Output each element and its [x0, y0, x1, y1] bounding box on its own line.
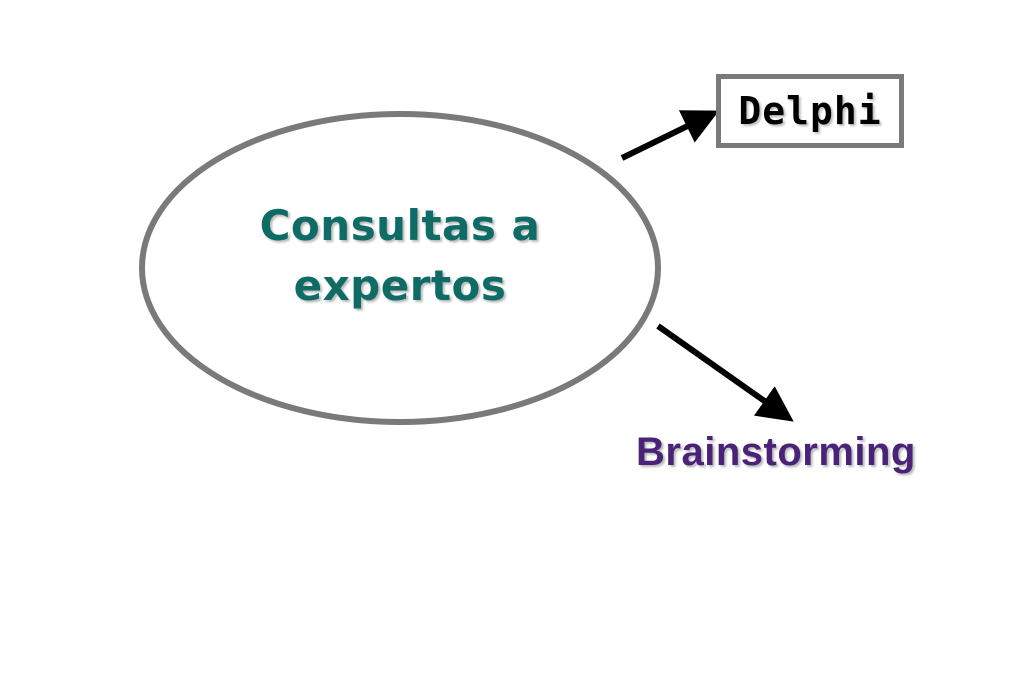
arrow-to-brainstorming-icon: [656, 323, 794, 422]
delphi-label: Delphi: [738, 89, 882, 133]
center-concept-line-1: Consultas a: [259, 201, 541, 250]
brainstorming-label: Brainstorming: [636, 430, 916, 474]
delphi-box: Delphi: [716, 74, 904, 148]
center-concept-line-2: expertos: [293, 261, 507, 310]
concept-ellipse: [139, 111, 661, 425]
arrow-to-delphi-icon: [620, 110, 720, 161]
center-concept-label: Consultas a expertos: [190, 196, 610, 316]
